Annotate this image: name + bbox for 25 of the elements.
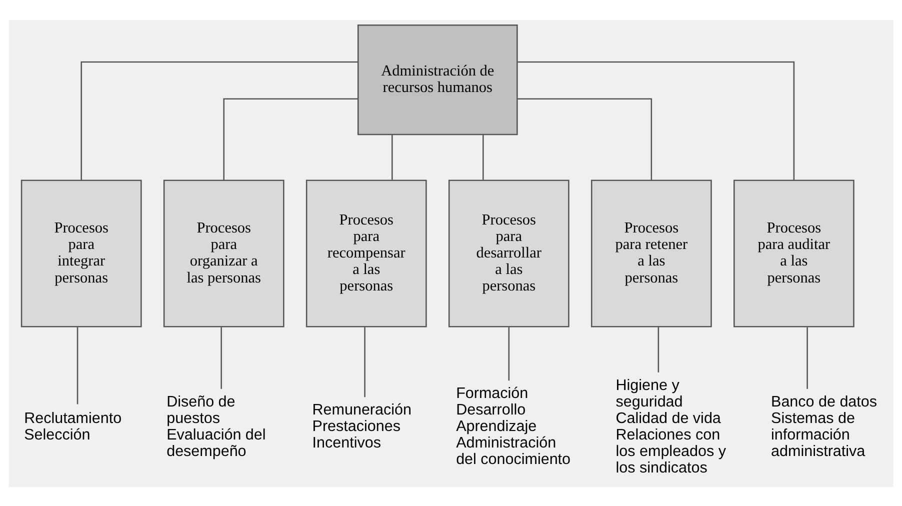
connector: [508, 326, 510, 380]
node-box: Procesos para desarrollar a las personas: [448, 179, 570, 327]
node-text: Higiene y seguridad Calidad de vida Relaciones con los empleados y los sindicatos: [616, 376, 726, 476]
connector: [76, 326, 78, 404]
node-box: Procesos para retener a las personas: [590, 179, 712, 327]
node-text: Banco de datos Sistemas de información administrativa: [771, 392, 878, 460]
connector: [220, 326, 222, 388]
node-box: Procesos para recompensar a las personas: [306, 179, 427, 327]
connector: [517, 98, 652, 180]
node-text: Formación Desarrollo Aprendizaje Administración del conocimiento: [456, 384, 571, 468]
connector: [518, 60, 795, 180]
connector: [364, 326, 366, 397]
node-text: Reclutamiento Selección: [24, 409, 122, 443]
node-text: Diseño de puestos Evaluación del desempeño: [166, 392, 266, 460]
connector: [482, 134, 484, 180]
connector: [80, 60, 358, 180]
node-box: Administración de recursos humanos: [357, 24, 518, 135]
connector: [806, 326, 808, 388]
connector: [392, 134, 393, 180]
node-text: Remuneración Prestaciones Incentivos: [312, 401, 412, 452]
node-box: Procesos para auditar a las personas: [734, 179, 854, 327]
connector: [658, 326, 660, 372]
connector: [223, 98, 358, 180]
node-box: Procesos para organizar a las personas: [163, 179, 284, 327]
node-box: Procesos para integrar personas: [20, 179, 142, 327]
